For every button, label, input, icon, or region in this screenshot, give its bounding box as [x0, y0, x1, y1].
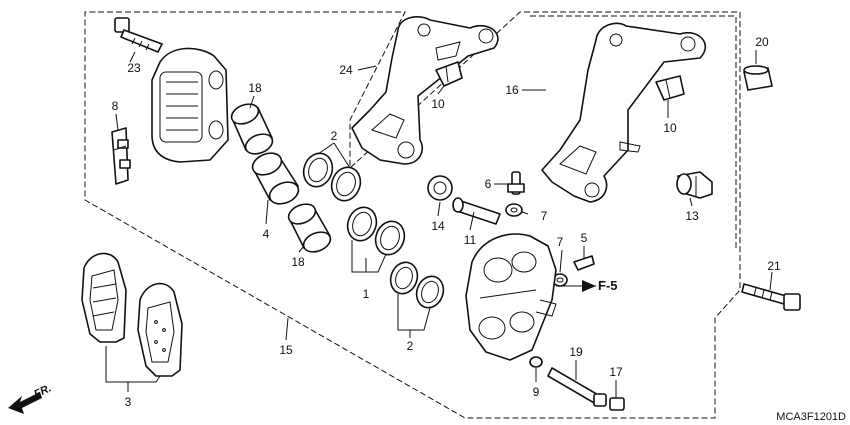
front-label: FR.	[32, 382, 53, 400]
callout-16: 16	[505, 83, 519, 97]
seal-2-upper-a[interactable]	[299, 149, 337, 191]
callout-5: 5	[581, 231, 588, 245]
piston-sleeve-18-upper[interactable]	[229, 100, 276, 157]
callout-23: 23	[127, 61, 141, 75]
callout-10-right: 10	[663, 121, 677, 135]
brake-pad-3-a[interactable]	[81, 252, 127, 343]
washer-9[interactable]	[529, 356, 543, 368]
front-arrow-icon	[8, 392, 42, 414]
seal-1-b[interactable]	[371, 217, 409, 259]
piston-sleeve-18-lower[interactable]	[286, 200, 334, 255]
callout-9: 9	[533, 385, 540, 399]
seal-2-lower-a[interactable]	[386, 259, 421, 298]
callout-2-upper: 2	[331, 129, 338, 143]
callout-7-upper: 7	[541, 209, 548, 223]
pin-11[interactable]	[452, 197, 501, 225]
callout-20: 20	[755, 35, 769, 49]
callout-21: 21	[767, 259, 781, 273]
callout-7-lower: 7	[557, 235, 564, 249]
bleeder-6[interactable]	[507, 171, 525, 195]
pad-clip-10-left[interactable]	[435, 61, 463, 87]
pad-spring-8[interactable]	[111, 127, 131, 185]
callout-1: 1	[363, 287, 370, 301]
bolt-21[interactable]	[741, 283, 801, 311]
fitting-13[interactable]	[676, 171, 713, 199]
reference-f5: F-5	[582, 278, 618, 293]
callout-3: 3	[125, 395, 132, 409]
pad-clip-10-right[interactable]	[655, 75, 685, 101]
reference-label: F-5	[598, 278, 618, 293]
reference-arrow-icon	[582, 280, 596, 292]
callout-18-lower: 18	[291, 255, 305, 269]
callout-8: 8	[112, 99, 119, 113]
callout-labels: 23 8 18 2 4 18 1 2 3 15 24 10 16 10 20 1…	[112, 35, 781, 409]
piston-4[interactable]	[249, 149, 301, 208]
callout-24: 24	[339, 63, 353, 77]
seal-2-lower-b[interactable]	[412, 273, 447, 312]
bolt-23[interactable]	[114, 17, 163, 53]
boot-14[interactable]	[427, 175, 453, 201]
callout-10-left: 10	[431, 97, 445, 111]
cap-20[interactable]	[743, 65, 773, 91]
bleeder-5[interactable]	[573, 255, 595, 271]
caliper-outer-half[interactable]	[151, 47, 229, 163]
callout-15: 15	[279, 343, 293, 357]
washer-7-upper[interactable]	[505, 203, 523, 217]
slide-pin-19[interactable]	[547, 367, 607, 407]
plug-17[interactable]	[609, 397, 625, 411]
callout-6: 6	[485, 177, 492, 191]
callout-4: 4	[263, 227, 270, 241]
callout-13: 13	[685, 209, 699, 223]
seal-2-upper-b[interactable]	[327, 163, 365, 205]
callout-14: 14	[431, 219, 445, 233]
caliper-body[interactable]	[465, 233, 557, 361]
callout-2-lower: 2	[407, 339, 414, 353]
diagram-code: MCA3F1201D	[776, 411, 846, 423]
caliper-bracket-24[interactable]	[351, 16, 499, 165]
leader-lines	[105, 50, 773, 398]
assembly-outline	[84, 11, 741, 419]
caliper-bracket-16[interactable]	[541, 22, 707, 203]
callout-11: 11	[464, 233, 477, 247]
callout-18-upper: 18	[248, 81, 262, 95]
callout-17: 17	[609, 365, 623, 379]
front-direction-marker: FR.	[8, 382, 53, 414]
brake-pad-3-b[interactable]	[137, 282, 183, 377]
callout-19: 19	[569, 345, 583, 359]
seal-1-a[interactable]	[343, 203, 381, 245]
